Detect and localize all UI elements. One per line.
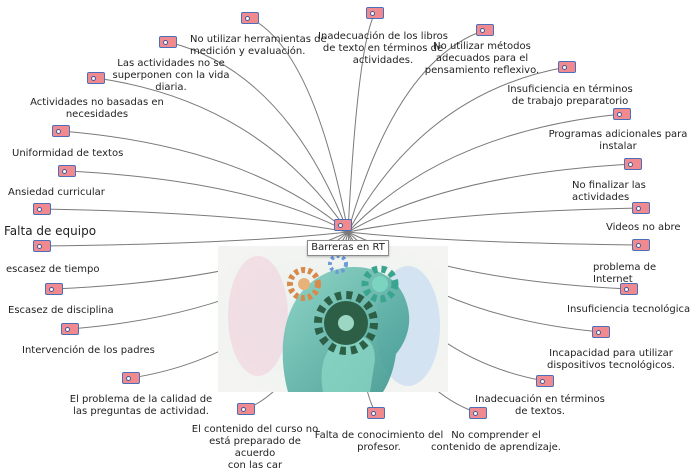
connector-line [41,208,349,233]
tag-icon [536,375,554,387]
branch-label[interactable]: Videos no abre [606,222,681,233]
connector-line [347,231,642,246]
tag-icon [237,403,255,415]
connector-line [41,231,349,247]
connector-line [347,66,568,233]
branch-label[interactable]: problema de Internet [593,262,657,285]
branch-label[interactable]: Falta de conocimiento del profesor. [314,430,444,453]
branch-label[interactable]: Inadecuación en términos de textos. [475,394,605,417]
branch-label[interactable]: Incapacidad para utilizar dispositivos t… [547,348,675,371]
tag-icon [632,239,650,251]
tag-icon [122,372,140,384]
branch-label[interactable]: Ansiedad curricular [8,187,105,198]
tag-icon [613,108,631,120]
tag-icon [45,283,63,295]
branch-label[interactable]: No finalizar las actividades [572,180,646,203]
tag-icon [87,72,105,84]
orange-gear-icon [287,267,321,301]
branch-label[interactable]: Escasez de disciplina [8,305,114,316]
tag-icon [241,12,259,24]
small-gear-icon [328,254,348,274]
connector-line [66,170,349,233]
tag-icon [592,326,610,338]
connector-line [167,41,349,233]
tag-icon [366,7,384,19]
branch-label[interactable]: Uniformidad de textos [12,148,124,159]
tag-icon [558,61,576,73]
large-gear-icon [314,291,378,355]
center-tag-icon [334,219,352,231]
connector-line [347,29,486,233]
branch-label[interactable]: Falta de equipo [4,224,97,238]
branch-label[interactable]: Insuficiencia en términos de trabajo pre… [507,84,633,107]
tag-icon [632,202,650,214]
branch-label[interactable]: escasez de tiempo [6,264,100,275]
green-gear-icon [361,265,399,303]
tag-icon [58,165,76,177]
connector-line [95,77,349,233]
connector-line [347,163,634,233]
branch-label[interactable]: Actividades no basadas en necesidades [30,97,164,120]
branch-label[interactable]: No utilizar herramientas de medición y e… [190,34,327,57]
branch-label[interactable]: El contenido del curso no está preparado… [191,424,319,471]
branch-label[interactable]: El problema de la calidad de las pregunt… [69,394,213,417]
branch-label[interactable]: Intervención de los padres [22,345,155,356]
tag-icon [159,36,177,48]
branch-label[interactable]: Programas adicionales para instalar [548,129,688,152]
branch-label[interactable]: Insuficiencia tecnológica [567,304,691,315]
connector-line [249,17,349,233]
tag-icon [367,407,385,419]
central-topic[interactable]: Barreras en RT [307,240,389,256]
connector-line [60,130,349,233]
connector-line [347,207,642,233]
branch-label[interactable]: No comprender el contenido de aprendizaj… [431,430,561,453]
connector-line [347,12,376,233]
head-gears-illustration [218,246,448,392]
tag-icon [61,323,79,335]
branch-label[interactable]: Las actividades no se superponen con la … [112,58,230,93]
tag-icon [52,125,70,137]
tag-icon [620,283,638,295]
tag-icon [33,240,51,252]
tag-icon [469,407,487,419]
tag-icon [476,24,494,36]
connector-line [347,113,623,233]
branch-label[interactable]: Inadecuación de los libros de texto en t… [318,31,448,66]
tag-icon [33,203,51,215]
branch-label[interactable]: No utilizar métodos adecuados para el pe… [424,41,540,76]
tag-icon [624,158,642,170]
